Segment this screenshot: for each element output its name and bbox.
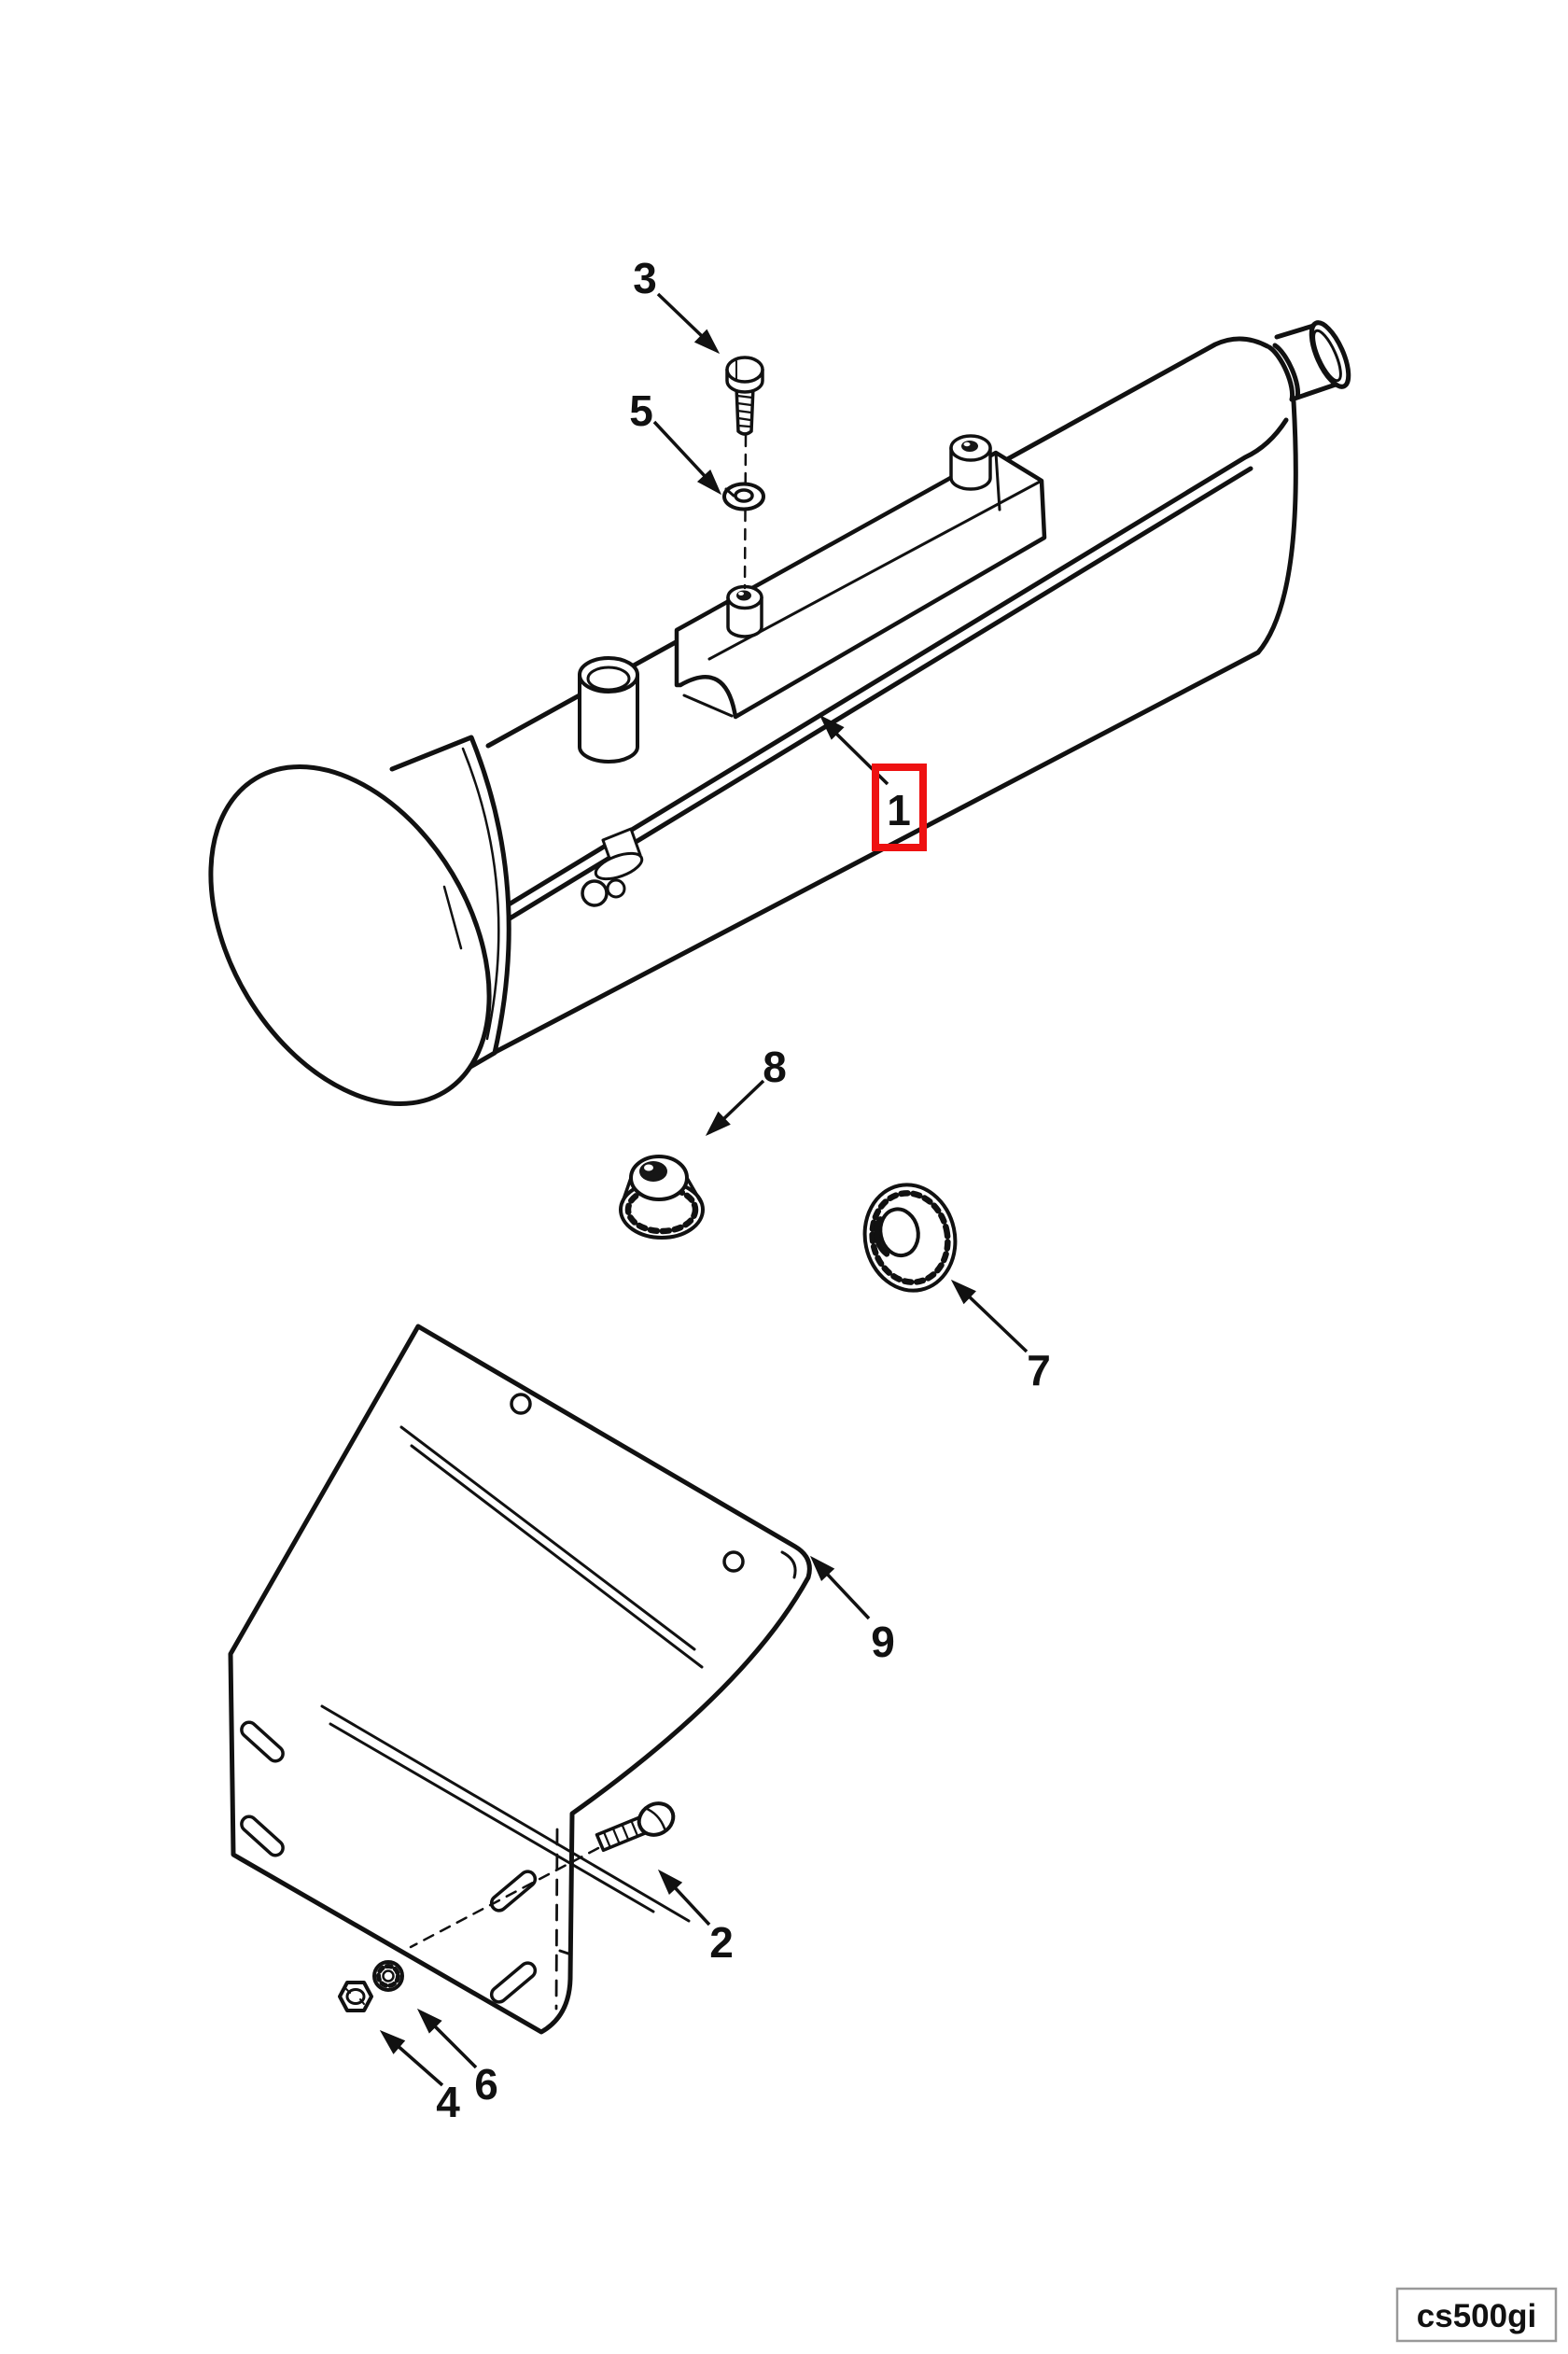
bracket-slot-left-1	[240, 1720, 285, 1763]
callout-8[interactable]: 8	[763, 1043, 787, 1091]
leader-arrow-2	[657, 1869, 711, 1927]
hex-bolt-2	[595, 1801, 676, 1853]
leader-arrow-3	[656, 292, 721, 355]
leader-arrow-6	[416, 2008, 478, 2069]
callout-9[interactable]: 9	[871, 1618, 895, 1666]
nut4-hex	[338, 1981, 373, 2012]
washer6-hole	[382, 1969, 395, 1983]
callout-9-number: 9	[871, 1618, 895, 1666]
boss-right-hole	[961, 441, 978, 452]
assembly-axis-bolt2	[409, 1846, 600, 1949]
flange-lock-nut-8	[619, 1155, 705, 1240]
leader-arrows	[379, 292, 1029, 2087]
bracket-slot-right-2	[489, 1961, 538, 2004]
bracket-hole-top-2	[722, 1550, 745, 1573]
bracket-outline	[228, 1324, 812, 2035]
silencer-muffler	[208, 320, 1351, 1106]
boss-left-hole	[736, 590, 751, 601]
callout-2-number: 2	[709, 1918, 734, 1967]
callout-5-number: 5	[629, 386, 653, 435]
bolt3-head-top	[725, 356, 764, 384]
leader-arrow-8	[705, 1079, 765, 1137]
end-cap	[208, 735, 511, 1106]
bracket-slot-left-2	[240, 1815, 285, 1857]
boss-left-hole-glint	[738, 592, 744, 596]
callouts: 1 2 3 4 5 6 7 8 9	[436, 254, 1051, 2126]
bolt3-threads	[735, 394, 754, 428]
diagram-code-text: cs500gi	[1417, 2298, 1536, 2334]
drain-valve-body	[581, 879, 609, 907]
boss-large-rim	[586, 666, 631, 692]
callout-1[interactable]: 1	[872, 764, 927, 851]
callout-6-number: 6	[474, 2060, 498, 2109]
end-cap-face	[208, 764, 492, 1106]
hex-nut-4	[338, 1981, 373, 2012]
washer7-hole-shade	[874, 1216, 890, 1257]
callout-3-number: 3	[633, 254, 657, 302]
drain-valve-nipple	[606, 878, 626, 899]
mounting-block	[674, 450, 1047, 720]
leader-arrow-4	[379, 2029, 444, 2087]
assembly-axis-bolt3	[743, 434, 748, 590]
leader-arrow-5	[652, 420, 722, 496]
callout-3[interactable]: 3	[633, 254, 657, 302]
callout-8-number: 8	[763, 1043, 787, 1091]
drain-valve-band	[594, 851, 644, 881]
spring-washer-5	[722, 482, 765, 511]
boss-right-hole-glint	[963, 441, 971, 447]
mounting-bracket	[228, 1324, 812, 2035]
bolt2-threads	[603, 1820, 638, 1848]
callout-7[interactable]: 7	[1027, 1346, 1051, 1394]
callout-5[interactable]: 5	[629, 386, 653, 435]
washer7-serrations	[869, 1190, 951, 1285]
hex-bolt-3	[725, 356, 764, 436]
callout-4-number: 4	[436, 2078, 460, 2126]
boss-large-cylinder	[578, 673, 639, 764]
nut4-hole	[345, 1988, 366, 2005]
outlet-pipe-end	[1309, 320, 1351, 389]
boss-threaded-right	[949, 434, 992, 491]
boss-large	[578, 656, 639, 764]
bracket-slot-right-1	[489, 1870, 538, 1913]
bracket-hidden-edge	[554, 1828, 559, 2011]
nut8-hole-glint	[644, 1164, 653, 1171]
lock-washer-6	[372, 1960, 404, 1992]
end-cap-rim-line	[461, 747, 500, 1041]
serrated-washer-7	[862, 1183, 958, 1293]
callout-7-number: 7	[1027, 1346, 1051, 1394]
mounting-block-outline	[674, 450, 1047, 720]
leader-arrow-9	[809, 1555, 871, 1620]
drain-valve	[581, 827, 644, 907]
mounting-block-edges	[682, 451, 1043, 718]
bracket-bend-lines	[320, 1425, 797, 1956]
outlet-pipe-bore	[1312, 329, 1342, 383]
callout-4[interactable]: 4	[436, 2078, 460, 2126]
leader-arrow-7	[950, 1279, 1029, 1353]
washer5-hole	[734, 488, 754, 503]
diagram-code-border	[1395, 2287, 1558, 2343]
boss-large-top	[578, 656, 639, 694]
bolt2-head-facet	[643, 1806, 666, 1830]
callout-2[interactable]: 2	[709, 1918, 734, 1967]
washer6-serrations	[376, 1964, 400, 1988]
boss-threaded-left	[726, 584, 763, 638]
nut8-hole	[639, 1161, 667, 1182]
highlight-box	[872, 764, 927, 851]
diagram-code-box: cs500gi	[1395, 2287, 1558, 2343]
bracket-hole-top-1	[510, 1393, 532, 1415]
callout-6[interactable]: 6	[474, 2060, 498, 2109]
bolt3-shank	[735, 385, 755, 436]
callout-1-number: 1	[887, 786, 911, 834]
nut4-facets	[344, 1987, 365, 2005]
washer7-hole	[878, 1207, 920, 1258]
washer5-split	[724, 487, 735, 497]
end-cap-face-highlight	[442, 885, 463, 950]
